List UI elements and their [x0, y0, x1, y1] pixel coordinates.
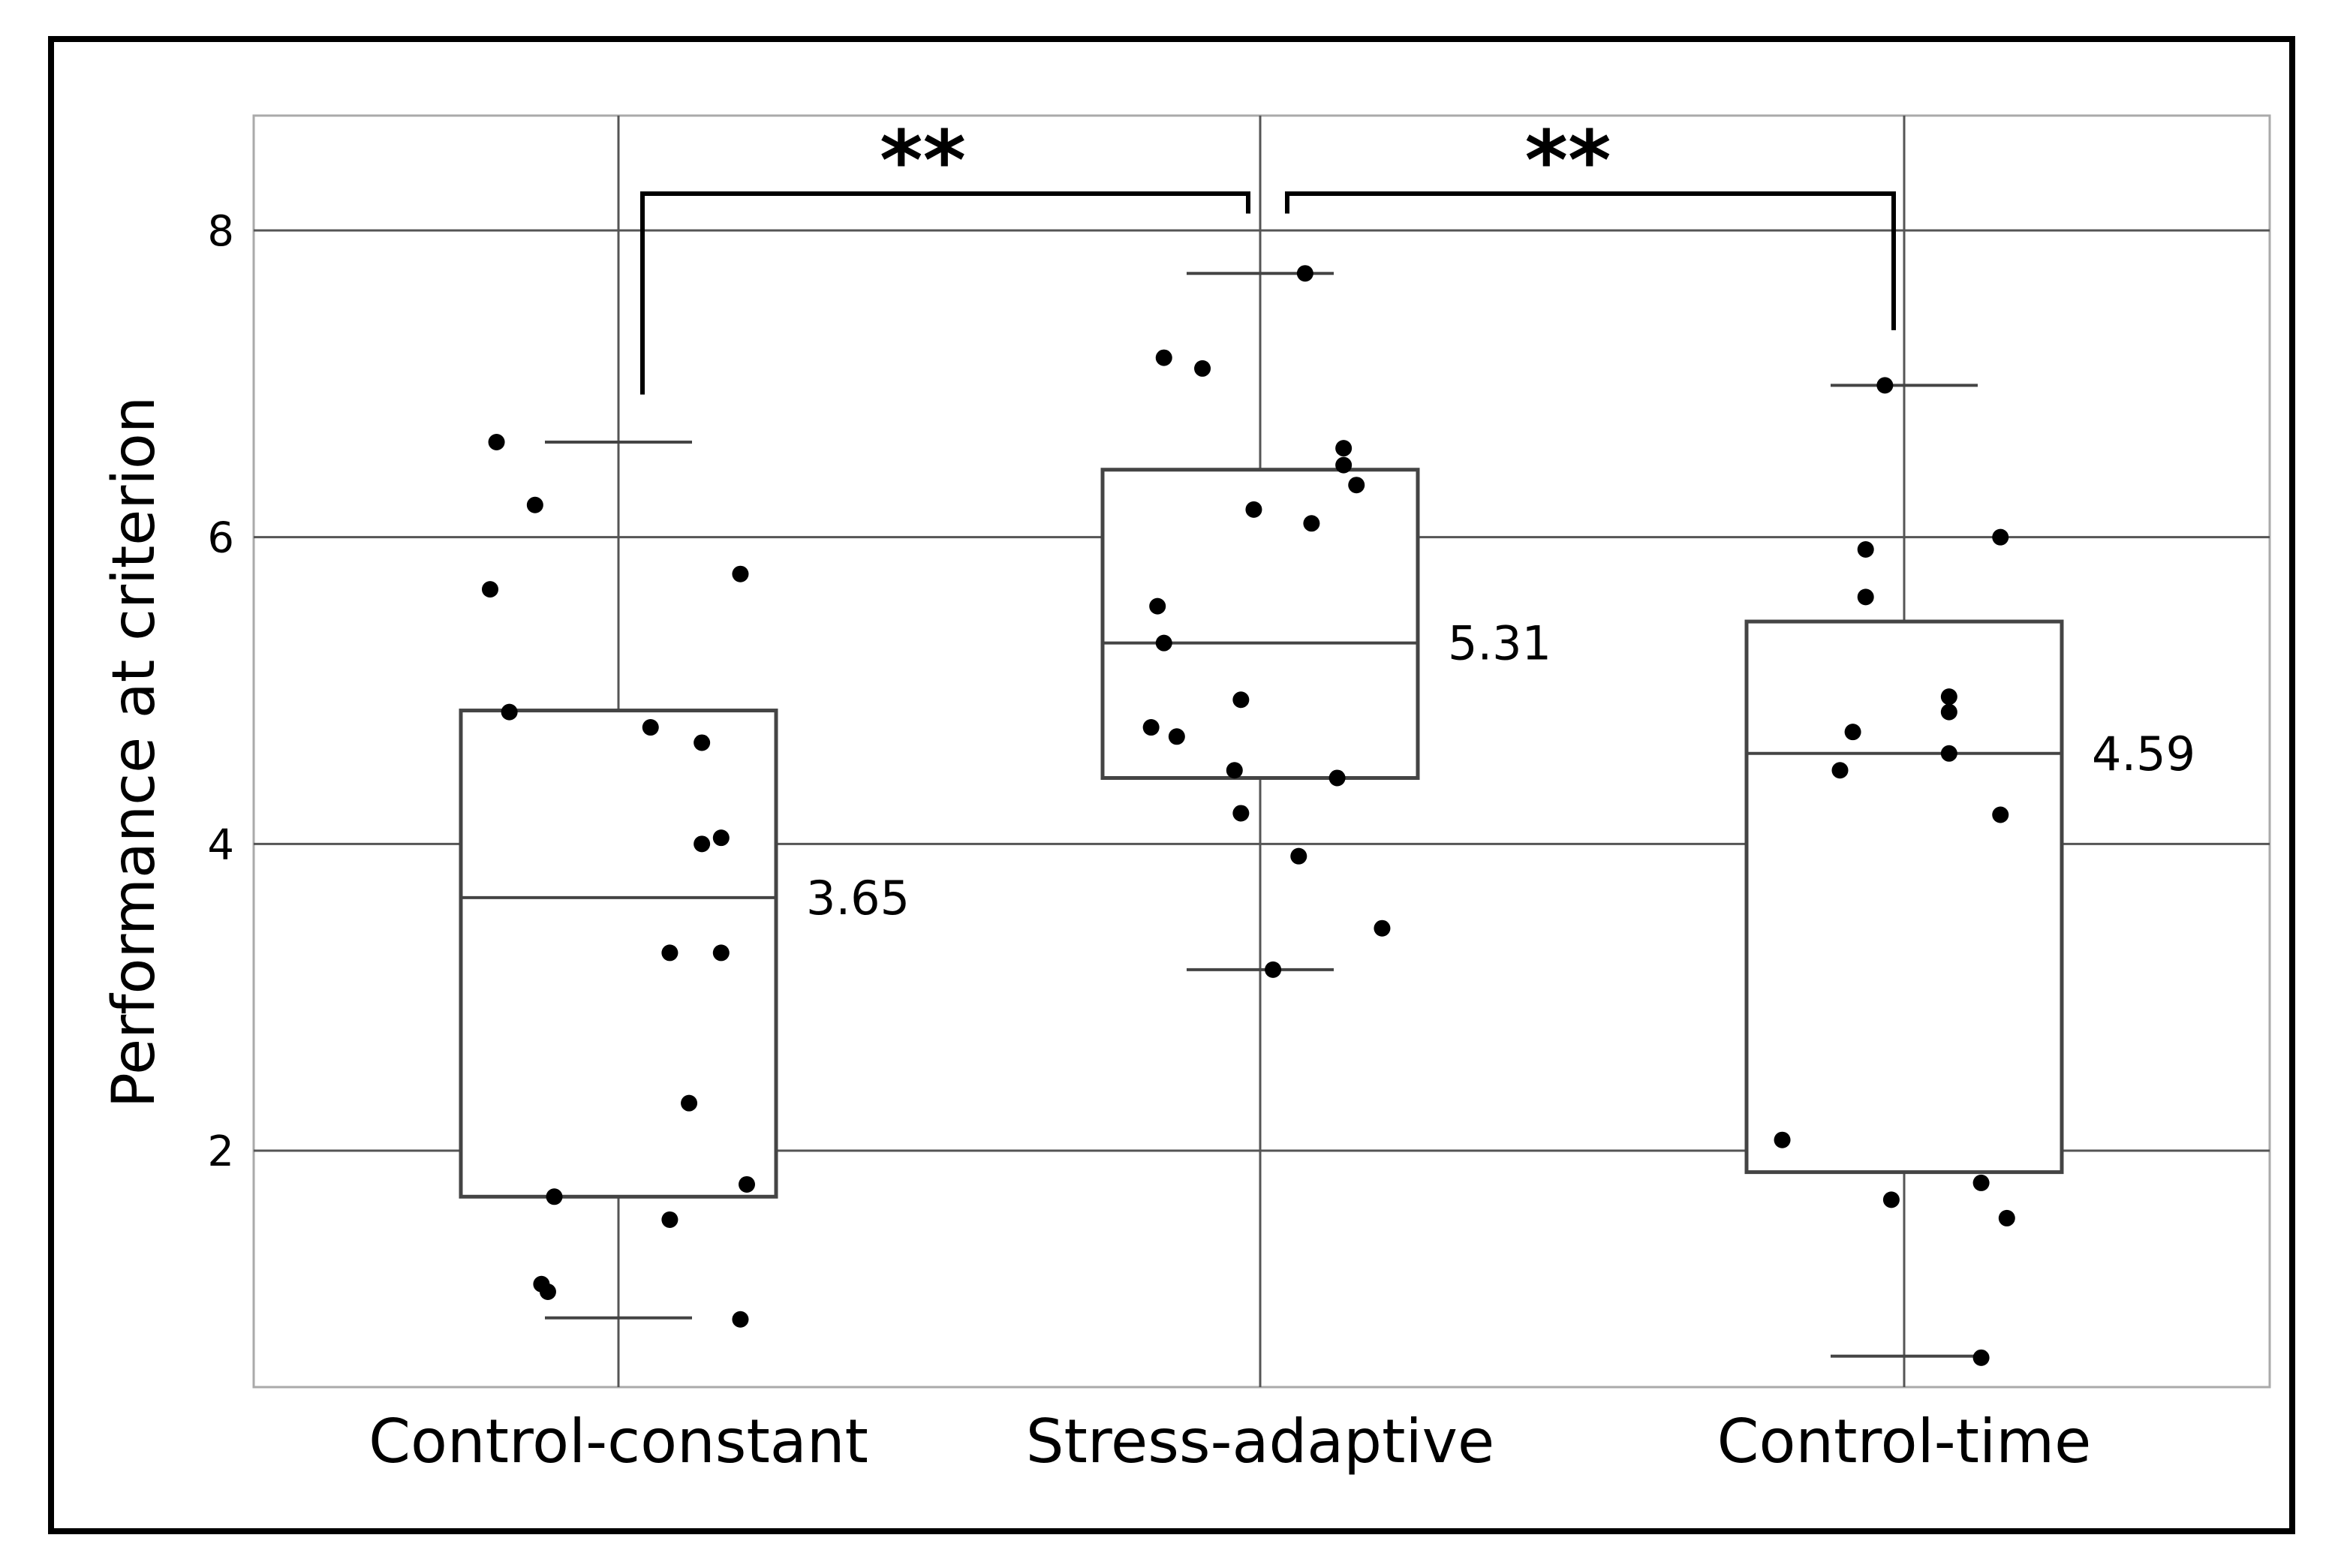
box-1: 3.65: [459, 440, 910, 1320]
data-point: [732, 1311, 749, 1328]
data-point: [1374, 919, 1391, 937]
data-point: [694, 835, 711, 853]
y-tick-label: 2: [207, 1127, 234, 1176]
outer-frame: [48, 36, 2295, 1534]
data-point: [1328, 769, 1346, 787]
box-2: 5.31: [1100, 272, 1551, 971]
y-tick-label: 4: [207, 820, 234, 869]
data-point: [1972, 1349, 1990, 1366]
significance-bracket-2: **: [1285, 113, 1896, 330]
data-point: [546, 1188, 563, 1205]
data-point: [1844, 724, 1861, 741]
bracket-line: [1285, 191, 1896, 330]
data-point: [1857, 541, 1874, 558]
data-point: [1857, 588, 1874, 606]
data-point: [1155, 349, 1172, 366]
data-point: [1348, 477, 1365, 494]
data-point: [1774, 1131, 1791, 1148]
box-3: 4.59: [1744, 384, 2195, 1358]
significance-brackets: ** **: [640, 113, 1896, 395]
data-point: [1972, 1174, 1990, 1191]
data-point: [1296, 265, 1313, 282]
median-label: 5.31: [1448, 616, 1551, 671]
boxes: 3.65 5.31 4.59: [459, 272, 2195, 1358]
x-category-label: Control-constant: [369, 1407, 868, 1476]
data-point: [1940, 745, 1957, 762]
data-point: [1155, 634, 1172, 652]
x-category-label: Stress-adaptive: [1026, 1407, 1495, 1476]
data-point: [1992, 806, 2009, 823]
plot-area: [252, 114, 2271, 1389]
data-point: [1290, 847, 1307, 865]
data-point: [1303, 515, 1320, 532]
bracket-line: [640, 191, 1250, 395]
data-point: [488, 433, 505, 450]
data-point: [1232, 805, 1250, 822]
y-tick-label: 6: [207, 514, 234, 563]
significance-bracket-1: **: [640, 113, 1250, 395]
data-point: [1335, 440, 1353, 457]
data-point: [1992, 528, 2009, 546]
significance-label: **: [880, 113, 966, 209]
data-point: [681, 1094, 698, 1112]
data-points: [482, 265, 2015, 1366]
data-point: [712, 944, 730, 962]
data-point: [642, 719, 659, 736]
data-point: [739, 1175, 755, 1193]
data-point: [1149, 597, 1166, 615]
data-point: [661, 1211, 679, 1228]
data-point: [712, 829, 730, 847]
data-point: [1232, 691, 1250, 709]
data-point: [1142, 719, 1160, 736]
median-label: 3.65: [806, 871, 910, 925]
x-category-labels: Control-constant Stress-adaptive Control-t…: [369, 1407, 2091, 1476]
data-point: [1245, 501, 1262, 518]
data-point: [1940, 703, 1957, 721]
data-point: [732, 565, 749, 582]
data-point: [661, 944, 679, 962]
data-point: [1998, 1209, 2015, 1226]
box-iqr: [1744, 619, 2064, 1175]
y-tick-labels: 2 4 6 8: [207, 207, 234, 1176]
data-point: [694, 734, 711, 751]
significance-label: **: [1524, 113, 1611, 209]
data-point: [1265, 961, 1282, 978]
data-point: [1876, 377, 1894, 394]
data-point: [1194, 360, 1211, 377]
data-point: [1335, 456, 1353, 474]
y-tick-label: 8: [207, 207, 234, 256]
data-point: [1882, 1191, 1900, 1208]
data-point: [1831, 762, 1849, 779]
data-point: [1168, 728, 1185, 745]
data-point: [539, 1283, 556, 1300]
y-axis-label: Performance at criterion: [101, 396, 168, 1108]
median-label: 4.59: [2092, 727, 2195, 781]
x-category-label: Control-time: [1717, 1407, 2092, 1476]
data-point: [482, 581, 498, 598]
data-point: [1940, 688, 1957, 706]
data-point: [526, 496, 543, 513]
data-point: [501, 703, 518, 721]
data-point: [1226, 762, 1243, 779]
